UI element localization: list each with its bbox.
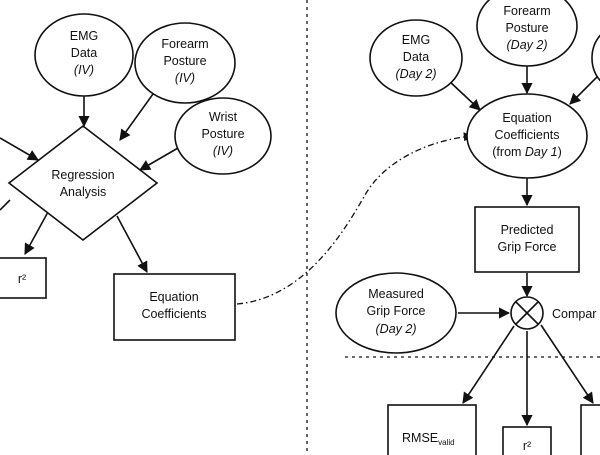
node-right-partial-result (580, 404, 600, 455)
node-forearm-posture-day2: Forearm Posture (Day 2) (476, 0, 578, 67)
arrow-emg-day2-to-equation (447, 79, 481, 111)
node-predicted-grip-force: Predicted Grip Force (474, 206, 580, 273)
svg-text:Data: Data (403, 50, 429, 64)
arrow-right-input-to-equation (569, 73, 600, 105)
svg-text:(IV): (IV) (213, 144, 233, 158)
svg-text:Grip Force: Grip Force (497, 240, 556, 254)
node-equation-coefficients-day1: Equation Coefficients (from Day 1) (466, 93, 588, 179)
svg-text:r²: r² (523, 439, 531, 453)
equation-day1-label: (from Day 1) (492, 145, 561, 159)
svg-text:(IV): (IV) (175, 71, 195, 85)
svg-text:Grip Force: Grip Force (366, 304, 425, 318)
arrow-wrist-to-regression (139, 147, 179, 171)
svg-text:Equation: Equation (149, 290, 198, 304)
node-right-partial-input (591, 34, 600, 82)
node-emg-data-iv: EMG Data (IV) (34, 13, 134, 97)
compare-label: Compar (552, 307, 596, 321)
svg-text:Analysis: Analysis (60, 185, 107, 199)
forearm-day2-label: (Day 2) (507, 38, 548, 52)
svg-text:Posture: Posture (201, 127, 244, 141)
svg-text:(IV): (IV) (74, 63, 94, 77)
svg-text:Coefficients: Coefficients (494, 128, 559, 142)
node-emg-data-day2: EMG Data (Day 2) (369, 19, 463, 97)
node-rmse-valid: RMSEvalid (387, 404, 477, 455)
arrow-compare-to-right-result (540, 324, 594, 404)
arrow-regression-to-r2 (24, 211, 49, 255)
node-wrist-posture-iv: Wrist Posture (IV) (174, 97, 272, 175)
node-regression-analysis: Regression Analysis (7, 124, 159, 242)
svg-text:Coefficients: Coefficients (141, 307, 206, 321)
node-forearm-posture-iv: Forearm Posture (IV) (134, 22, 236, 104)
svg-text:Predicted: Predicted (501, 223, 554, 237)
measured-day2-label: (Day 2) (376, 322, 417, 336)
svg-text:Data: Data (71, 46, 97, 60)
svg-text:Forearm: Forearm (503, 4, 550, 18)
node-measured-grip-force-day2: Measured Grip Force (Day 2) (335, 272, 457, 354)
arrow-forearm-to-regression (119, 93, 154, 141)
svg-text:Forearm: Forearm (161, 37, 208, 51)
node-equation-coefficients: Equation Coefficients (113, 273, 236, 341)
emg-day2-label: (Day 2) (396, 67, 437, 81)
arrow-regression-left-exit (0, 199, 11, 211)
arrow-left-input-to-regression (0, 137, 39, 161)
node-r2-right: r² (502, 426, 552, 455)
svg-text:Regression: Regression (51, 168, 114, 182)
link-coefficients-to-day1 (236, 132, 473, 305)
svg-text:EMG: EMG (70, 29, 98, 43)
node-compare (510, 296, 544, 330)
svg-text:r²: r² (18, 272, 26, 286)
arrow-compare-to-rmse (462, 325, 515, 404)
svg-text:Posture: Posture (163, 54, 206, 68)
svg-text:Equation: Equation (502, 111, 551, 125)
arrow-regression-to-coefficients (116, 215, 148, 273)
node-r2-left: r² (0, 257, 47, 299)
svg-text:Wrist: Wrist (209, 110, 238, 124)
svg-text:Posture: Posture (505, 21, 548, 35)
svg-text:Measured: Measured (368, 287, 424, 301)
rmse-label: RMSEvalid (402, 431, 455, 447)
svg-text:EMG: EMG (402, 33, 430, 47)
